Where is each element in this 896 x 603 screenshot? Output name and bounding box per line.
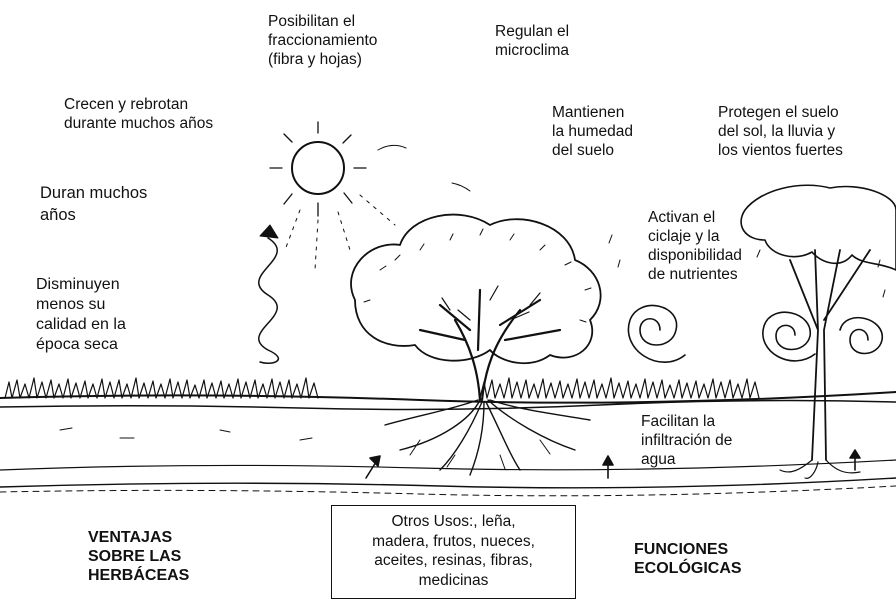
growth-arrow-icon bbox=[259, 225, 279, 363]
label-nutrients: Activan el ciclaje y la disponibilidad d… bbox=[648, 208, 742, 284]
other-uses-box: Otros Usos:, leña, madera, frutos, nuece… bbox=[331, 505, 576, 599]
heading-benefits: VENTAJAS SOBRE LAS HERBÁCEAS bbox=[88, 528, 189, 585]
right-tree bbox=[741, 185, 896, 478]
label-humidity: Mantienen la humedad del suelo bbox=[552, 103, 633, 160]
soil-lines bbox=[0, 392, 896, 496]
other-uses-text: Otros Usos:, leña, madera, frutos, nuece… bbox=[332, 506, 575, 590]
sun-icon bbox=[270, 122, 470, 270]
water-arrow-icon bbox=[366, 450, 860, 478]
nutrient-cycle-icon bbox=[628, 306, 882, 363]
label-quality: Disminuyen menos su calidad en la época … bbox=[36, 275, 126, 355]
label-regrow: Crecen y rebrotan durante muchos años bbox=[64, 95, 213, 133]
heading-functions: FUNCIONES ECOLÓGICAS bbox=[634, 540, 742, 578]
label-fragmentation: Posibilitan el fraccionamiento (fibra y … bbox=[268, 12, 377, 69]
label-duration: Duran muchos años bbox=[40, 182, 147, 226]
label-protection: Protegen el suelo del sol, la lluvia y l… bbox=[718, 103, 843, 160]
label-infiltration: Facilitan la infiltración de agua bbox=[641, 412, 732, 469]
central-tree bbox=[351, 215, 601, 475]
label-microclimate: Regulan el microclima bbox=[495, 22, 569, 60]
